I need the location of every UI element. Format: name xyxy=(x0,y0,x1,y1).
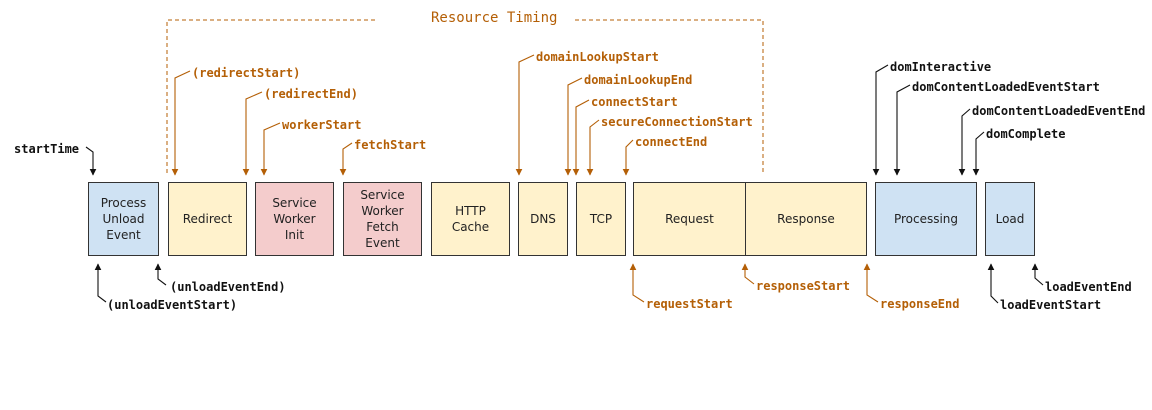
phase-service-worker-init: Service Worker Init xyxy=(255,182,334,256)
arrow-response-end xyxy=(863,263,879,303)
phase-tcp: TCP xyxy=(576,182,626,256)
label-redirect-start: (redirectStart) xyxy=(192,66,301,80)
arrow-fetch-start xyxy=(339,142,353,176)
phase-load: Load xyxy=(985,182,1035,256)
label-dom-content-loaded-event-start: domContentLoadedEventStart xyxy=(912,80,1100,94)
phase-process-unload-event: Process Unload Event xyxy=(88,182,159,256)
label-unload-event-end: (unloadEventEnd) xyxy=(170,280,286,294)
arrow-connect-start xyxy=(572,99,590,176)
label-response-end: responseEnd xyxy=(880,297,960,311)
phase-http-cache: HTTP Cache xyxy=(431,182,510,256)
arrow-connect-end xyxy=(622,139,634,176)
arrow-dom-content-loaded-event-start xyxy=(893,84,911,176)
label-dom-interactive: domInteractive xyxy=(890,60,992,74)
arrow-redirect-start xyxy=(171,70,191,176)
arrow-load-event-end xyxy=(1031,263,1044,286)
label-secure-connection-start: secureConnectionStart xyxy=(601,115,753,129)
label-unload-event-start: (unloadEventStart) xyxy=(107,298,238,312)
label-connect-start: connectStart xyxy=(591,95,678,109)
phase-request: Request xyxy=(633,182,746,256)
label-connect-end: connectEnd xyxy=(635,135,708,149)
arrow-dom-content-loaded-event-end xyxy=(958,108,971,176)
arrow-dom-complete xyxy=(972,131,985,176)
label-domain-lookup-start: domainLookupStart xyxy=(536,50,659,64)
label-request-start: requestStart xyxy=(646,297,733,311)
label-start-time: startTime xyxy=(14,142,80,156)
arrow-dom-interactive xyxy=(872,64,889,176)
arrow-request-start xyxy=(629,263,645,303)
arrow-unload-event-start xyxy=(94,263,107,303)
arrow-load-event-start xyxy=(987,263,999,304)
resource-timing-bracket xyxy=(166,19,375,173)
arrow-start-time xyxy=(85,146,97,176)
label-load-event-end: loadEventEnd xyxy=(1045,280,1132,294)
label-load-event-start: loadEventStart xyxy=(1000,298,1102,312)
arrow-unload-event-end xyxy=(154,263,167,286)
arrow-secure-connection-start xyxy=(586,119,600,176)
arrow-domain-lookup-end xyxy=(564,77,583,176)
label-fetch-start: fetchStart xyxy=(354,138,427,152)
label-dom-complete: domComplete xyxy=(986,127,1066,141)
label-domain-lookup-end: domainLookupEnd xyxy=(584,73,693,87)
arrow-worker-start xyxy=(260,122,281,176)
label-redirect-end: (redirectEnd) xyxy=(264,87,358,101)
arrow-response-start xyxy=(741,263,755,285)
phase-redirect: Redirect xyxy=(168,182,247,256)
label-worker-start: workerStart xyxy=(282,118,362,132)
phase-service-worker-fetch-event: Service Worker Fetch Event xyxy=(343,182,422,256)
phase-processing: Processing xyxy=(875,182,977,256)
resource-timing-bracket-right xyxy=(575,19,764,173)
resource-timing-title: Resource Timing xyxy=(425,10,564,26)
phase-response: Response xyxy=(745,182,867,256)
label-dom-content-loaded-event-end: domContentLoadedEventEnd xyxy=(972,104,1146,118)
phase-dns: DNS xyxy=(518,182,568,256)
label-response-start: responseStart xyxy=(756,279,850,293)
arrow-domain-lookup-start xyxy=(515,54,535,176)
arrow-redirect-end xyxy=(242,91,263,176)
